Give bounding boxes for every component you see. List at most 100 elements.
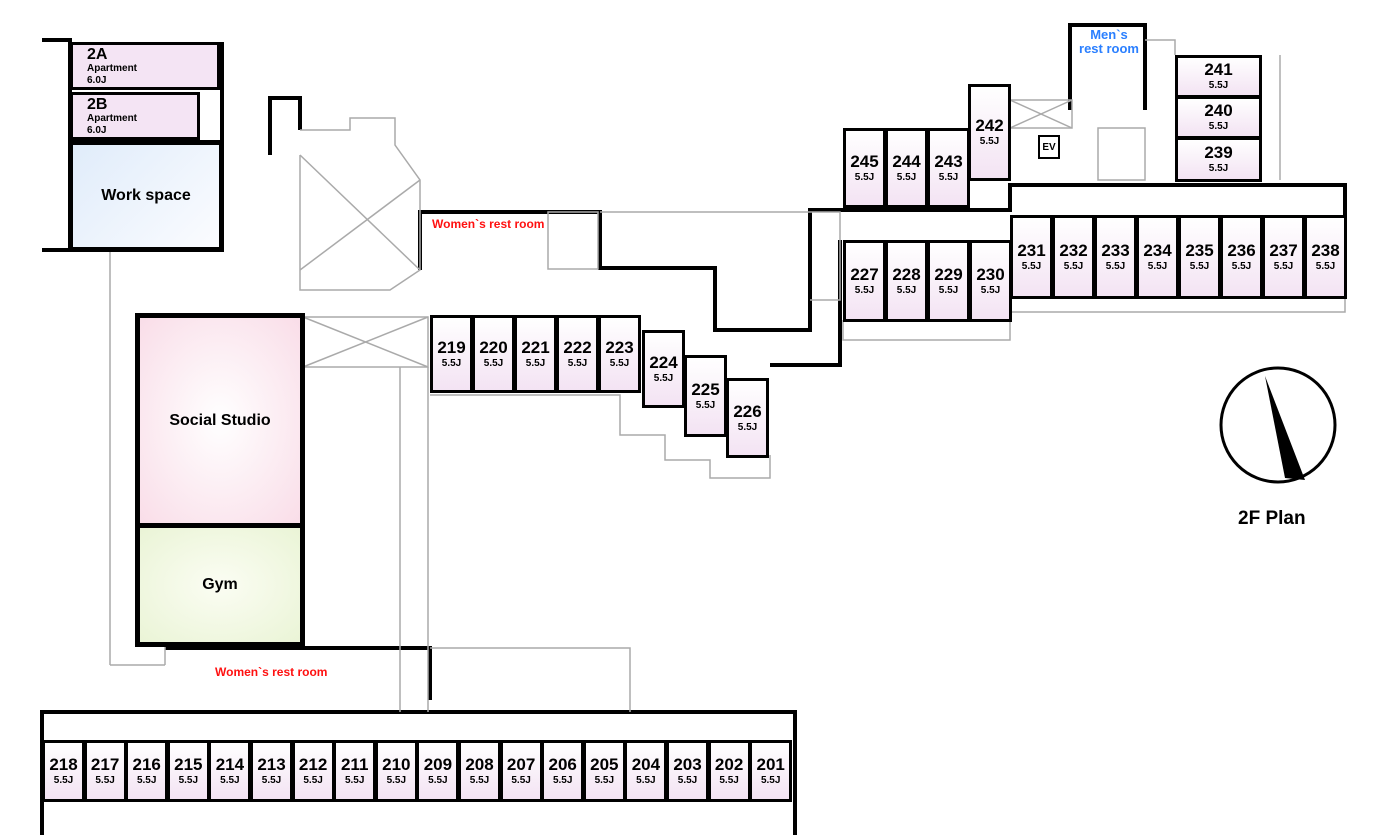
mens-restroom-label-line1: Men`s xyxy=(1090,27,1128,42)
room-size: 5.5J xyxy=(483,357,504,369)
room-number: 225 xyxy=(691,379,720,399)
room-number: 243 xyxy=(934,151,963,171)
work-space[interactable]: Work space xyxy=(68,140,224,252)
room-number: 202 xyxy=(714,754,744,774)
room-number: 236 xyxy=(1227,240,1256,260)
room-size: 5.5J xyxy=(677,774,698,786)
room-number: 222 xyxy=(563,337,592,357)
gym[interactable]: Gym xyxy=(135,523,305,647)
room-number: 207 xyxy=(506,754,536,774)
social-studio[interactable]: Social Studio xyxy=(135,313,305,528)
room-number: 218 xyxy=(49,754,78,774)
room-size: 5.5J xyxy=(737,421,758,433)
room-size: 5.5J xyxy=(594,774,615,786)
room-size: 5.5J xyxy=(220,774,240,786)
room-size: 5.5J xyxy=(1189,260,1210,272)
room-number: 215 xyxy=(174,754,203,774)
room-size: 5.5J xyxy=(261,774,282,786)
room-number: 221 xyxy=(521,337,550,357)
room-number: 205 xyxy=(590,754,619,774)
elevator[interactable]: EV xyxy=(1038,135,1060,159)
compass xyxy=(1219,366,1337,484)
room-size: 5.5J xyxy=(428,774,448,786)
room-size: 5.5J xyxy=(636,774,656,786)
room-number: 229 xyxy=(934,264,963,284)
room-number: 228 xyxy=(892,264,921,284)
apartment-2a[interactable]: 2A Apartment 6.0J xyxy=(70,42,220,90)
room-number: 239 xyxy=(1204,143,1233,162)
room-size: 5.5J xyxy=(760,774,781,786)
apartment-2b[interactable]: 2B Apartment 6.0J xyxy=(70,92,200,140)
room-number: 238 xyxy=(1311,240,1340,260)
room-number: 214 xyxy=(215,754,245,774)
room-number: 208 xyxy=(465,754,494,774)
womens-restroom-lower-label: Women`s rest room xyxy=(215,665,328,679)
apartment-2b-id: 2B xyxy=(87,96,108,113)
room-size: 5.5J xyxy=(653,372,674,384)
room-number: 231 xyxy=(1017,240,1046,260)
apartment-2a-size: 6.0J xyxy=(87,75,107,86)
apartment-2b-type: Apartment xyxy=(87,113,138,124)
room-size: 5.5J xyxy=(441,357,462,369)
room-number: 235 xyxy=(1185,240,1214,260)
room-size: 5.5J xyxy=(719,774,739,786)
gym-label: Gym xyxy=(202,576,238,593)
room-size: 5.5J xyxy=(854,284,875,296)
room-size: 5.5J xyxy=(896,284,917,296)
room-size: 5.5J xyxy=(1021,260,1042,272)
room-size: 5.5J xyxy=(469,774,490,786)
room-number: 224 xyxy=(649,352,678,372)
room-size: 5.5J xyxy=(511,774,531,786)
room-size: 5.5J xyxy=(896,171,917,183)
room-size: 5.5J xyxy=(136,774,157,786)
room-size: 5.5J xyxy=(386,774,407,786)
room-number: 212 xyxy=(298,754,328,774)
